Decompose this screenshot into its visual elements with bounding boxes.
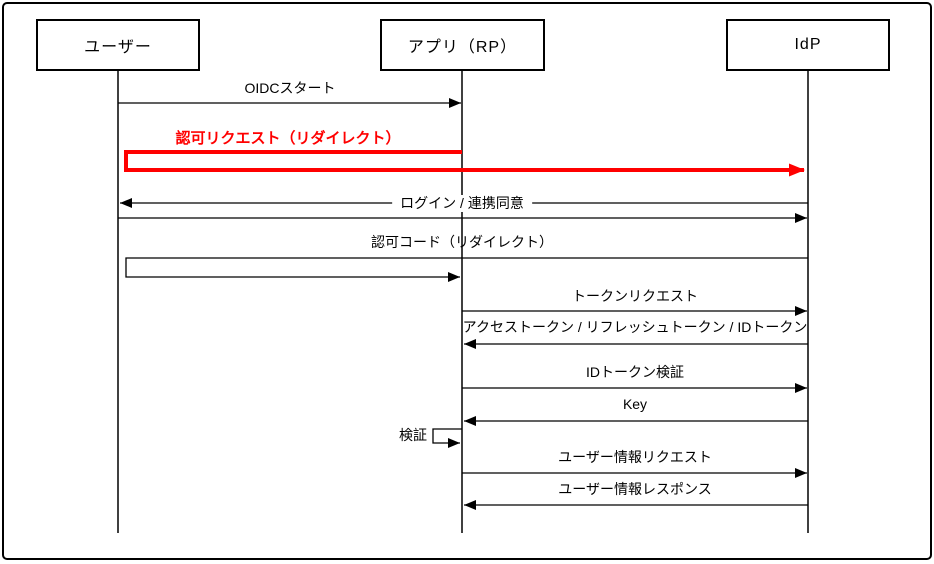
arrow-verify-self-loop [432,428,462,448]
label-tokens-response: アクセストークン / リフレッシュトークン / IDトークン [462,319,808,335]
arrow-auth-request-redirect [124,150,805,177]
label-verify: 検証 [399,427,427,443]
actor-app-rp: アプリ（RP） [380,19,545,71]
actor-user: ユーザー [36,19,200,71]
label-userinfo-request: ユーザー情報リクエスト [558,449,712,465]
label-auth-request-redirect: 認可リクエスト（リダイレクト） [175,130,401,147]
label-oidc-start: OIDCスタート [244,80,336,96]
label-login-consent: ログイン / 連携同意 [392,195,532,212]
arrow-auth-code-redirect [125,257,808,282]
label-key: Key [622,396,648,412]
label-auth-code-redirect: 認可コード（リダイレクト） [371,234,553,250]
label-token-request: トークンリクエスト [572,288,698,304]
label-id-token-verify: IDトークン検証 [586,364,684,380]
actor-idp: IdP [726,19,890,71]
label-userinfo-response: ユーザー情報レスポンス [558,481,712,497]
